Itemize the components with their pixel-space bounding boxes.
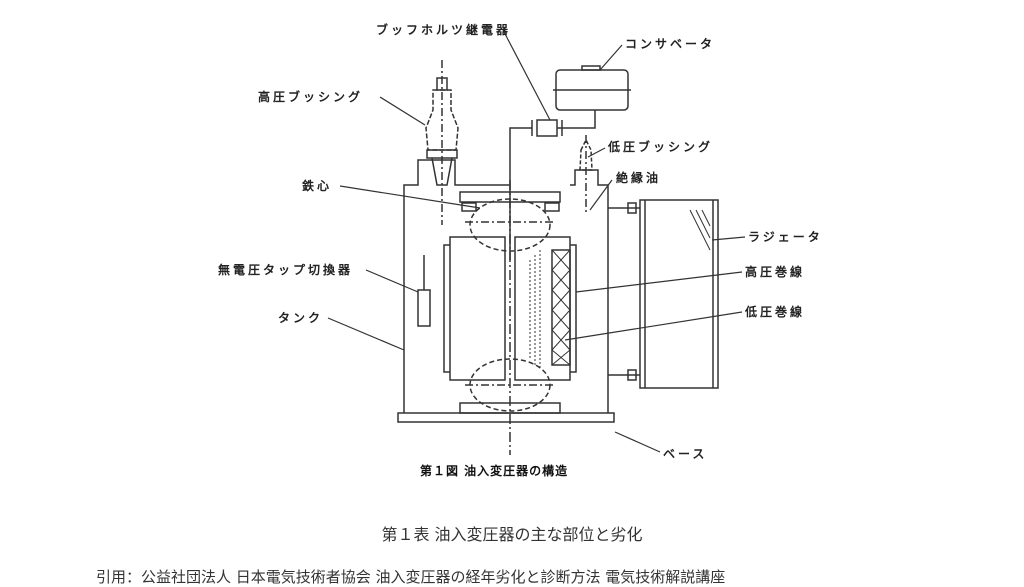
conservator bbox=[553, 65, 631, 129]
label-tank: タンク bbox=[278, 311, 324, 325]
figure-caption: 第１図 油入変圧器の構造 bbox=[420, 464, 569, 478]
label-lv-bushing: 低圧ブッシング bbox=[608, 140, 714, 154]
tank bbox=[403, 159, 609, 413]
label-buchholz-relay: ブッフホルツ継電器 bbox=[376, 23, 512, 37]
label-conservator: コンサベータ bbox=[625, 37, 716, 51]
leader-lines bbox=[327, 29, 746, 453]
base bbox=[397, 412, 615, 423]
lv-bushing bbox=[579, 135, 593, 215]
label-insulating-oil: 絶縁油 bbox=[616, 171, 662, 185]
label-core: 鉄心 bbox=[302, 179, 333, 193]
label-hv-bushing: 高圧ブッシング bbox=[258, 90, 364, 104]
label-radiator: ラジェータ bbox=[748, 230, 823, 244]
radiator bbox=[608, 199, 719, 389]
iron-core bbox=[459, 180, 561, 455]
tap-changer bbox=[417, 289, 431, 327]
label-hv-winding: 高圧巻線 bbox=[745, 265, 806, 279]
label-base: ベース bbox=[663, 447, 708, 461]
windings bbox=[443, 236, 577, 381]
citation-text: 引用：公益社団法人 日本電気技術者協会 油入変圧器の経年劣化と診断方法 電気技術… bbox=[96, 568, 726, 586]
buchholz-relay bbox=[509, 119, 565, 260]
label-tap-changer: 無電圧タップ切換器 bbox=[218, 263, 354, 277]
hv-bushing bbox=[425, 60, 459, 225]
table-caption: 第１表 油入変圧器の主な部位と劣化 bbox=[381, 525, 643, 544]
label-lv-winding: 低圧巻線 bbox=[745, 305, 806, 319]
